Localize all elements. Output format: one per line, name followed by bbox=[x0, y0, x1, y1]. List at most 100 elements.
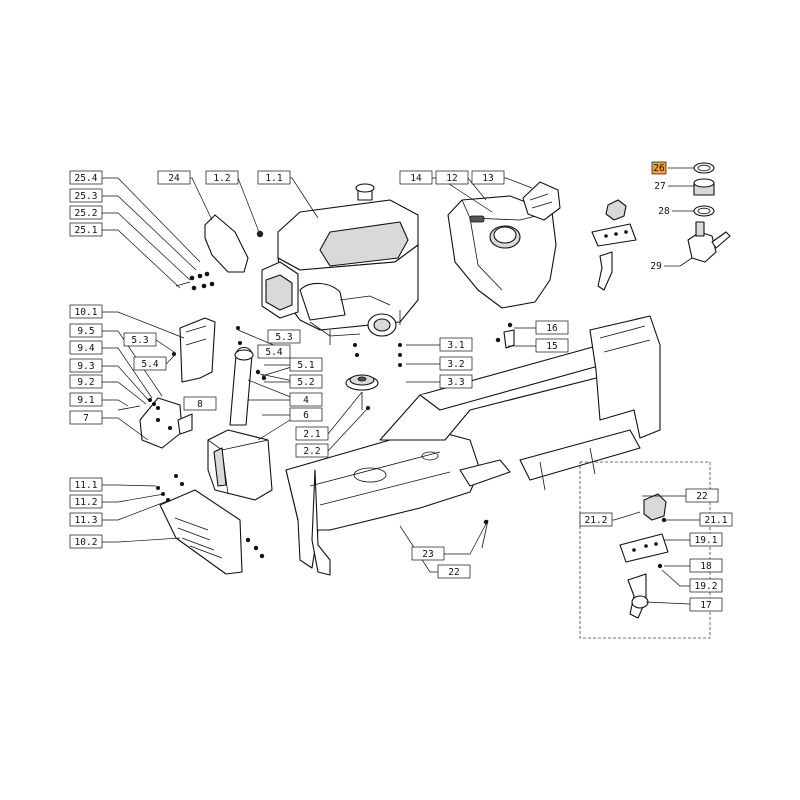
chassis-frame bbox=[285, 315, 661, 576]
svg-text:2.1: 2.1 bbox=[303, 429, 320, 440]
label-16: 16 bbox=[535, 320, 569, 335]
svg-text:25.1: 25.1 bbox=[75, 225, 98, 236]
svg-text:13: 13 bbox=[482, 173, 493, 184]
svg-text:9.1: 9.1 bbox=[77, 395, 94, 406]
svg-text:25.2: 25.2 bbox=[75, 208, 98, 219]
label-9-5: 9.5 bbox=[69, 323, 103, 338]
svg-text:8: 8 bbox=[197, 399, 203, 410]
label-4: 4 bbox=[289, 392, 323, 407]
svg-text:5.2: 5.2 bbox=[297, 377, 314, 388]
svg-text:9.5: 9.5 bbox=[77, 326, 94, 337]
svg-text:11.2: 11.2 bbox=[75, 497, 98, 508]
label-8: 8 bbox=[183, 396, 217, 411]
svg-text:14: 14 bbox=[410, 173, 422, 184]
label-22-subassembly: 22 bbox=[685, 488, 719, 503]
cover-plate-part bbox=[204, 214, 264, 273]
svg-text:5.3: 5.3 bbox=[275, 332, 292, 343]
bracket-10-1 bbox=[179, 317, 216, 383]
label-9-4: 9.4 bbox=[69, 340, 103, 355]
label-1-2: 1.2 bbox=[205, 170, 239, 185]
svg-text:5.1: 5.1 bbox=[297, 360, 314, 371]
svg-text:28: 28 bbox=[658, 206, 670, 217]
label-29: 29 bbox=[650, 261, 662, 272]
svg-text:5.4: 5.4 bbox=[265, 347, 282, 358]
label-25-1: 25.1 bbox=[69, 222, 103, 237]
svg-text:22: 22 bbox=[448, 567, 459, 578]
label-26: 26 bbox=[651, 161, 667, 175]
svg-text:5.4: 5.4 bbox=[141, 359, 158, 370]
part-labels: 25.4 25.3 25.2 25.1 24 1.2 1.1 14 12 13 … bbox=[69, 161, 733, 612]
label-5-2: 5.2 bbox=[289, 374, 323, 389]
plate-7-part bbox=[139, 397, 193, 449]
svg-text:15: 15 bbox=[546, 341, 557, 352]
svg-text:1.1: 1.1 bbox=[265, 173, 282, 184]
label-11-1: 11.1 bbox=[69, 477, 103, 492]
label-24: 24 bbox=[157, 170, 191, 185]
svg-text:10.1: 10.1 bbox=[75, 307, 98, 318]
svg-text:24: 24 bbox=[168, 173, 180, 184]
label-5-3-left: 5.3 bbox=[123, 332, 157, 347]
label-1-1: 1.1 bbox=[257, 170, 291, 185]
svg-text:19.1: 19.1 bbox=[695, 535, 718, 546]
label-3-3: 3.3 bbox=[439, 374, 473, 389]
svg-text:21.2: 21.2 bbox=[585, 515, 608, 526]
label-3-1: 3.1 bbox=[439, 337, 473, 352]
upper-right-bracket bbox=[591, 199, 637, 291]
svg-text:19.2: 19.2 bbox=[695, 581, 718, 592]
label-9-3: 9.3 bbox=[69, 358, 103, 373]
svg-text:29: 29 bbox=[650, 261, 662, 272]
svg-text:4: 4 bbox=[303, 395, 309, 406]
label-2-2: 2.2 bbox=[295, 443, 329, 458]
svg-text:21.1: 21.1 bbox=[705, 515, 728, 526]
svg-text:18: 18 bbox=[700, 561, 712, 572]
label-7: 7 bbox=[69, 410, 103, 425]
label-10-2: 10.2 bbox=[69, 534, 103, 549]
label-3-2: 3.2 bbox=[439, 356, 473, 371]
label-11-3: 11.3 bbox=[69, 512, 103, 527]
svg-text:11.3: 11.3 bbox=[75, 515, 98, 526]
label-22-chassis: 22 bbox=[437, 564, 471, 579]
label-2-1: 2.1 bbox=[295, 426, 329, 441]
engine-part bbox=[261, 183, 419, 345]
label-5-1: 5.1 bbox=[289, 357, 323, 372]
label-14: 14 bbox=[399, 170, 433, 185]
svg-text:3.1: 3.1 bbox=[447, 340, 464, 351]
svg-text:23: 23 bbox=[422, 549, 433, 560]
label-28: 28 bbox=[658, 206, 670, 217]
lower-right-bracket bbox=[619, 493, 669, 619]
label-9-1: 9.1 bbox=[69, 392, 103, 407]
label-18: 18 bbox=[689, 558, 723, 573]
svg-text:6: 6 bbox=[303, 410, 309, 421]
svg-text:25.4: 25.4 bbox=[75, 173, 98, 184]
label-5-4-left: 5.4 bbox=[133, 356, 167, 371]
svg-text:3.2: 3.2 bbox=[447, 359, 464, 370]
label-9-2: 9.2 bbox=[69, 374, 103, 389]
hardware-bolts bbox=[117, 271, 667, 569]
label-27: 27 bbox=[654, 181, 665, 192]
svg-text:27: 27 bbox=[654, 181, 665, 192]
svg-text:7: 7 bbox=[83, 413, 89, 424]
subassembly-outline bbox=[579, 461, 711, 639]
fuel-tank-part bbox=[447, 181, 561, 309]
label-5-4-right: 5.4 bbox=[257, 344, 291, 359]
svg-text:9.3: 9.3 bbox=[77, 361, 94, 372]
label-11-2: 11.2 bbox=[69, 494, 103, 509]
svg-text:5.3: 5.3 bbox=[131, 335, 148, 346]
fuel-valve-parts bbox=[679, 162, 731, 267]
label-19-2: 19.2 bbox=[689, 578, 723, 593]
svg-text:10.2: 10.2 bbox=[75, 537, 98, 548]
svg-text:12: 12 bbox=[446, 173, 457, 184]
svg-text:25.3: 25.3 bbox=[75, 191, 98, 202]
label-23: 23 bbox=[411, 546, 445, 561]
svg-text:2.2: 2.2 bbox=[303, 446, 320, 457]
svg-text:16: 16 bbox=[546, 323, 558, 334]
label-17: 17 bbox=[689, 597, 723, 612]
label-21-1: 21.1 bbox=[699, 512, 733, 527]
label-5-3-right: 5.3 bbox=[267, 329, 301, 344]
svg-text:22: 22 bbox=[696, 491, 707, 502]
svg-text:3.3: 3.3 bbox=[447, 377, 464, 388]
svg-text:9.4: 9.4 bbox=[77, 343, 94, 354]
label-19-1: 19.1 bbox=[689, 532, 723, 547]
svg-text:17: 17 bbox=[700, 600, 711, 611]
